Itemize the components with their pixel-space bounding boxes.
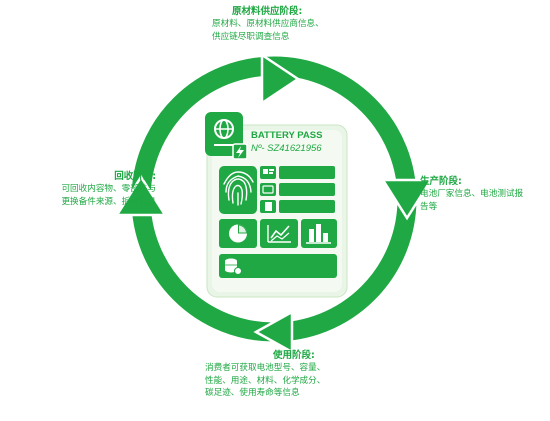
info-row-card xyxy=(260,166,335,179)
arrow-left xyxy=(114,174,168,217)
arrow-bottom xyxy=(253,309,294,355)
id-card-icon xyxy=(260,183,335,196)
stage-raw-material: 原材料供应阶段: 原材料、原材料供应商信息、 供应链尽职调查信息 xyxy=(212,6,362,43)
database-icon xyxy=(219,254,337,278)
passport-number: Nº- SZ41621956 xyxy=(251,143,322,154)
stage-usage-line-3: 碳足迹、使用寿命等信息 xyxy=(205,388,300,398)
passport-title: BATTERY PASS xyxy=(251,130,322,141)
stage-usage-line-1: 消费者可获取电池型号、容量、 xyxy=(205,363,326,373)
stage-production-line-2: 告等 xyxy=(420,201,438,212)
stage-recycling-line-2: 更换备件来源、拆解信息 xyxy=(61,196,156,207)
stage-raw-material-line-2: 供应链尽职调查信息 xyxy=(212,31,290,42)
arrow-right xyxy=(380,178,434,221)
stage-raw-material-line-1: 原材料、原材料供应商信息、 xyxy=(212,19,324,29)
stage-usage-line-2: 性能、用途、材料、化学成分、 xyxy=(205,375,326,386)
stage-production-line-1: 电池厂家信息、电池测试报 xyxy=(420,189,524,199)
arrow-top xyxy=(260,52,301,106)
stage-production-title: 生产阶段: xyxy=(420,176,462,187)
stage-recycling-line-1: 可回收内容物、零部件与 xyxy=(61,184,156,194)
stage-production: 生产阶段: 电池厂家信息、电池测试报 告等 xyxy=(420,176,538,213)
fingerprint-icon xyxy=(219,166,257,214)
stage-recycling: 回收阶段: 可回收内容物、零部件与 更换备件来源、拆解信息 xyxy=(52,171,156,208)
stage-recycling-title: 回收阶段: xyxy=(114,171,156,182)
document-icon xyxy=(260,200,335,213)
pie-chart-icon xyxy=(219,219,257,248)
line-chart-icon xyxy=(260,219,298,248)
stage-raw-material-title: 原材料供应阶段: xyxy=(232,6,303,17)
battery-charge-icon xyxy=(232,143,248,160)
bar-chart-icon xyxy=(301,219,337,248)
stage-usage-title: 使用阶段: xyxy=(273,350,315,361)
stage-usage: 使用阶段: 消费者可获取电池型号、容量、 性能、用途、材料、化学成分、 碳足迹、… xyxy=(205,350,365,400)
cycle-arrow-icon xyxy=(114,52,434,355)
